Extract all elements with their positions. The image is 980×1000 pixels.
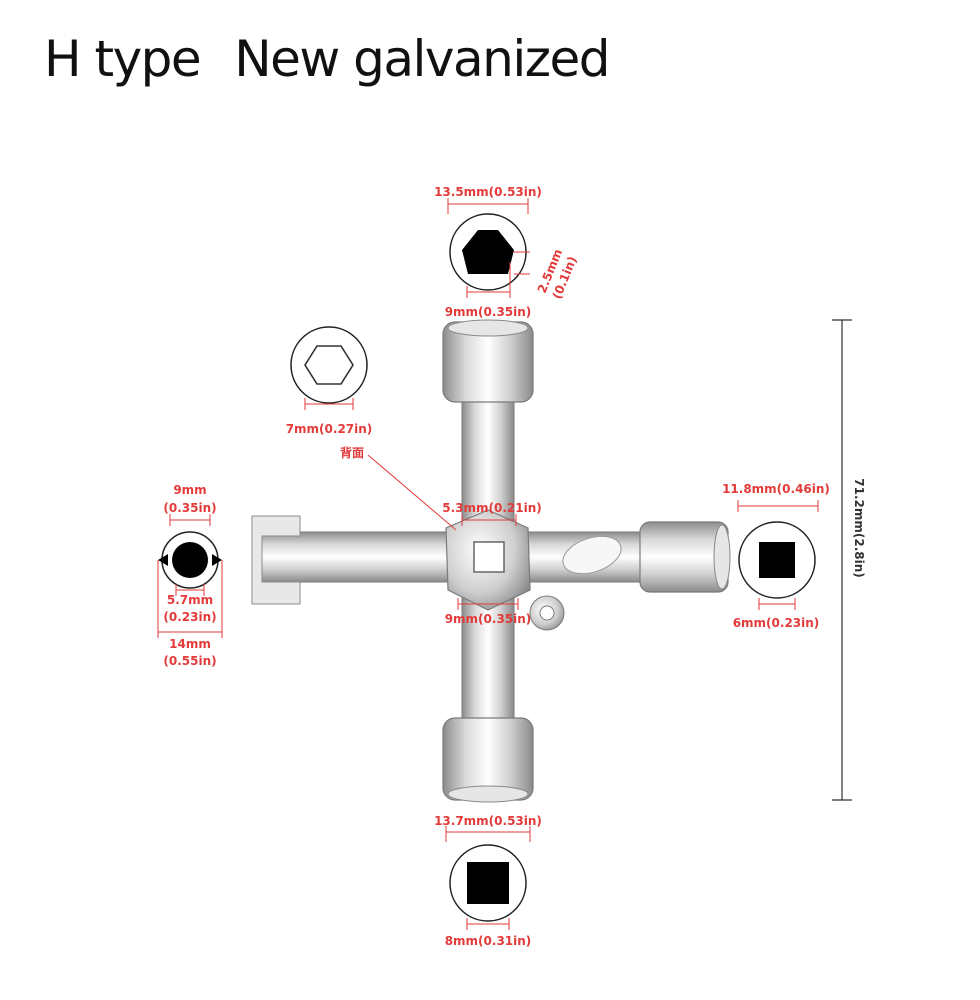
center-square-label: 5.3mm(0.21in)	[442, 501, 542, 515]
top-inner-label: 9mm(0.35in)	[445, 305, 532, 319]
right-inner-label: 6mm(0.23in)	[733, 616, 820, 630]
overall-length-line	[832, 319, 852, 801]
left-profile-icon	[158, 531, 222, 589]
overall-length-label: 71.2mm(2.8in)	[852, 478, 866, 578]
dimension-lines	[157, 198, 819, 930]
center-outer-label: 9mm(0.35in)	[445, 612, 532, 626]
top-profile-icon	[449, 213, 527, 291]
left-inner-mm-label: 5.7mm	[167, 593, 213, 607]
hex-profile-icon	[290, 326, 368, 404]
right-outer-label: 11.8mm(0.46in)	[722, 482, 830, 496]
type-label: H type	[44, 30, 202, 88]
left-outer-mm-label: 14mm	[169, 637, 211, 651]
left-width-mm-label: 9mm	[173, 483, 206, 497]
right-profile-icon	[738, 521, 816, 599]
product-title: H type New galvanized	[44, 30, 610, 88]
subtitle: New galvanized	[234, 30, 610, 88]
bottom-outer-label: 13.7mm(0.53in)	[434, 814, 542, 828]
left-width-in-label: (0.35in)	[163, 501, 216, 515]
left-outer-in-label: (0.55in)	[163, 654, 216, 668]
hex-size-label: 7mm(0.27in)	[286, 422, 373, 436]
top-width-label: 13.5mm(0.53in)	[434, 185, 542, 199]
key-body	[251, 319, 731, 803]
bottom-inner-label: 8mm(0.31in)	[445, 934, 532, 948]
left-inner-in-label: (0.23in)	[163, 610, 216, 624]
bottom-profile-icon	[449, 844, 527, 922]
back-label: 背面	[340, 445, 364, 460]
